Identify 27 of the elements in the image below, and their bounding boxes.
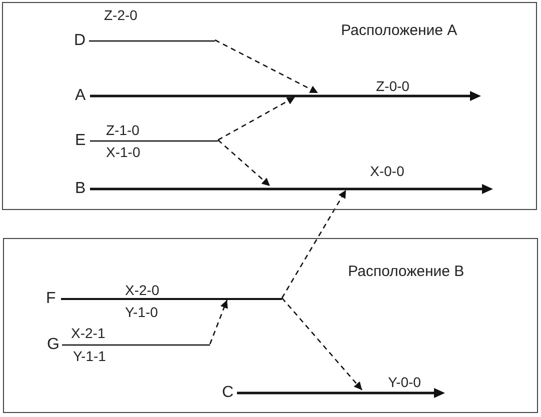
line-letter: G: [47, 336, 60, 354]
line-code-label: Z-2-0: [104, 7, 138, 23]
line-letter: D: [74, 32, 86, 50]
line-code-label: X-2-0: [125, 282, 160, 298]
dashed-arrow: [282, 298, 362, 390]
location-panel: [3, 238, 538, 413]
dashed-arrow: [209, 300, 228, 344]
line-code-label: Y-0-0: [388, 374, 421, 390]
line-code-label: X-0-0: [370, 163, 404, 179]
line-letter: E: [75, 132, 86, 150]
panel-title: Расположение A: [341, 23, 458, 39]
line-letter: A: [75, 87, 86, 105]
dashed-arrow: [218, 140, 270, 186]
location-panel: [2, 2, 537, 210]
line-code-label: Z-0-0: [376, 78, 410, 94]
line-code-label: X-2-1: [71, 325, 106, 341]
line-letter: F: [46, 290, 56, 308]
line-code-label: Y-1-0: [125, 304, 158, 320]
line-code-label: Z-1-0: [106, 122, 140, 138]
line-code-label: X-1-0: [106, 144, 140, 160]
dashed-arrow: [281, 190, 347, 298]
dashed-arrow: [214, 39, 318, 94]
line-letter: B: [75, 180, 86, 198]
line-letter: C: [222, 384, 234, 402]
panel-title: Расположение B: [348, 264, 464, 280]
line-code-label: Y-1-1: [73, 348, 106, 364]
dashed-arrow: [218, 96, 296, 141]
